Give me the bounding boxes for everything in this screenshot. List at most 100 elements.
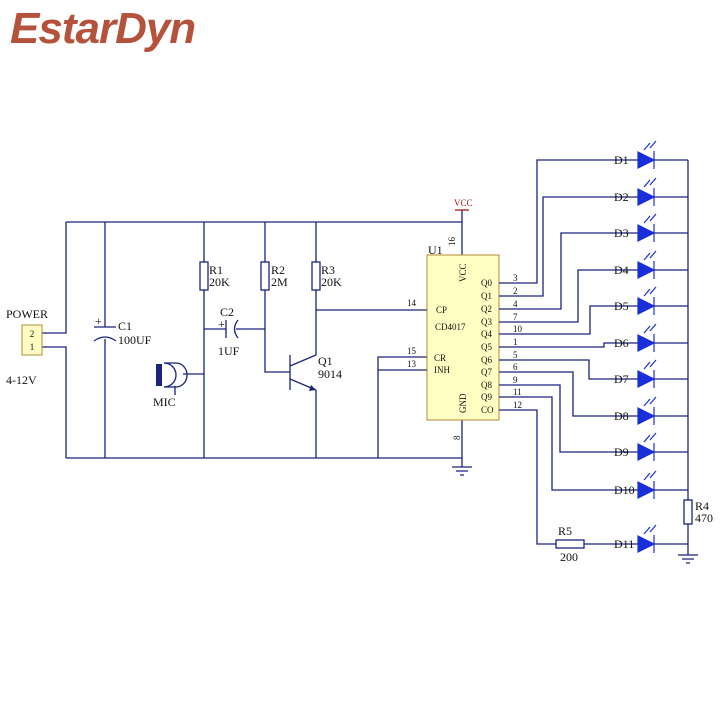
led-d3: D3 (614, 213, 688, 242)
microphone: MIC (153, 362, 188, 409)
r2-value: 2M (271, 275, 288, 289)
led-label: D11 (614, 537, 634, 551)
output-wire-5 (499, 342, 638, 348)
led-arrows (643, 524, 657, 535)
r1-value: 20K (209, 275, 230, 289)
led-arrows (643, 432, 657, 443)
ic-output-label-4: Q4 (481, 329, 492, 339)
c1-value: 100UF (118, 333, 152, 347)
led-label: D5 (614, 299, 629, 313)
ic-output-label-7: Q7 (481, 367, 492, 377)
r5-ref: R5 (558, 524, 572, 538)
capacitor-c2: + C2 1UF (218, 305, 240, 358)
ic-output-label-10: CO (481, 405, 494, 415)
power-pin-2: 2 (30, 329, 35, 339)
led-arrows (643, 359, 657, 370)
led-label: D8 (614, 409, 629, 423)
led-d2: D2 (614, 177, 688, 206)
ic-output-label-9: Q9 (481, 392, 492, 402)
ic-output-label-1: Q1 (481, 291, 492, 301)
c1-polarity: + (95, 314, 102, 328)
led-d8: D8 (614, 396, 688, 425)
ic-part-label: CD4017 (435, 322, 466, 332)
ic-output-pin-9: 11 (513, 387, 522, 397)
output-wire-9 (499, 396, 638, 491)
r3-ref: R3 (321, 263, 335, 277)
output-wire-8 (499, 384, 638, 453)
led-triangle (637, 535, 656, 553)
transistor-q1: Q1 9014 (289, 354, 342, 391)
led-triangle (637, 297, 656, 315)
led-triangle (637, 261, 656, 279)
led-triangle (637, 151, 656, 169)
wiring (42, 160, 689, 555)
c2-polarity: + (218, 317, 225, 331)
led-d1: D1 (614, 140, 688, 169)
led-d6: D6 (614, 323, 688, 352)
resistor-r2: R2 2M (260, 261, 288, 291)
pin-8: 8 (452, 435, 462, 440)
led-d5: D5 (614, 286, 688, 315)
ic-output-pin-0: 3 (513, 273, 518, 283)
led-label: D3 (614, 226, 629, 240)
output-wire-7 (499, 371, 638, 417)
c2-ref: C2 (220, 305, 234, 319)
ic-u1: U1 16 8 14 15 13 VCC CP CD4017 CR INH GN… (407, 159, 638, 545)
led-label: D6 (614, 336, 629, 350)
led-d4: D4 (614, 250, 688, 279)
power-pin-1: 1 (30, 342, 35, 352)
ic-output-label-2: Q2 (481, 304, 492, 314)
ic-output-pin-7: 6 (513, 362, 518, 372)
r5-value: 200 (560, 550, 578, 564)
vcc-symbol: VCC (454, 198, 473, 211)
output-wire-0 (499, 159, 638, 284)
ic-output-pin-2: 4 (513, 299, 518, 309)
ic-output-pin-5: 1 (513, 337, 518, 347)
pin-13: 13 (407, 359, 417, 369)
ground-symbol-ic (452, 466, 472, 476)
pin-14: 14 (407, 298, 417, 308)
ic-output-pin-4: 10 (513, 324, 523, 334)
ic-output-pin-1: 2 (513, 286, 518, 296)
led-triangle (637, 481, 656, 499)
brand-logo: EstarDyn (10, 4, 196, 53)
led-triangle (637, 334, 656, 352)
output-wire-1 (499, 196, 638, 297)
c1-ref: C1 (118, 319, 132, 333)
capacitor-c1: + C1 100UF (93, 314, 152, 347)
led-label: D9 (614, 445, 629, 459)
led-triangle (637, 407, 656, 425)
pin-16: 16 (447, 237, 457, 247)
ic-inh-label: INH (434, 365, 450, 375)
u1-ref: U1 (428, 243, 443, 257)
c2-value: 1UF (218, 344, 240, 358)
r2-ref: R2 (271, 263, 285, 277)
led-arrows (643, 213, 657, 224)
led-arrows (643, 470, 657, 481)
ic-gnd-label: GND (458, 393, 468, 413)
resistor-r4: R4 470 (683, 499, 713, 525)
pin-15: 15 (407, 346, 417, 356)
r3-value: 20K (321, 275, 342, 289)
ic-output-label-5: Q5 (481, 342, 492, 352)
led-d10: D10 (614, 470, 688, 499)
ic-cp-label: CP (436, 305, 447, 315)
ic-output-label-6: Q6 (481, 355, 492, 365)
r4-ref: R4 (695, 499, 709, 513)
r1-ref: R1 (209, 263, 223, 277)
power-connector: 2 1 POWER 4-12V (6, 307, 48, 387)
r4-value: 470 (695, 511, 713, 525)
vcc-label: VCC (454, 198, 473, 208)
power-label: POWER (6, 307, 48, 321)
led-triangle (637, 443, 656, 461)
resistor-r1: R1 20K (199, 261, 230, 291)
output-wire-3 (499, 269, 638, 323)
led-triangle (637, 224, 656, 242)
mic-label: MIC (153, 395, 176, 409)
ic-output-label-0: Q0 (481, 278, 492, 288)
ic-output-pin-6: 5 (513, 350, 518, 360)
ic-vcc-label: VCC (458, 263, 468, 282)
